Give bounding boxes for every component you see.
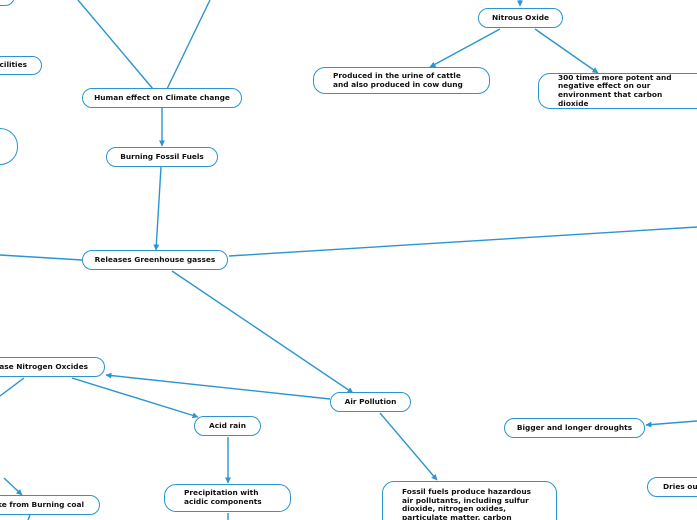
node-burning-fossil-fuels-label: Burning Fossil Fuels: [120, 151, 204, 161]
node-fossil-fuels-pollutants-label: Fossil fuels produce hazardous air pollu…: [402, 487, 532, 520]
edge-nitrous-to-urine: [429, 28, 501, 68]
node-human-effect-label: Human effect on Climate change: [94, 92, 230, 102]
node-releases-greenhouse-label: Releases Greenhouse gasses: [94, 254, 216, 264]
edge-nitrogen-to-acid-rain: [71, 377, 199, 419]
node-potent-label: 300 times more potent and negative effec…: [558, 72, 672, 108]
edge-smoke-down-offscreen: [27, 514, 31, 520]
node-release-nitrogen-oxides-label: lease Nitrogen Oxcides: [0, 361, 88, 371]
node-nitrous-oxide[interactable]: Nitrous Oxide: [478, 8, 563, 28]
edge-releases-to-air-pollution: [171, 270, 354, 394]
node-facilities-label: cilities: [0, 60, 27, 70]
node-fossil-fuels-pollutants[interactable]: Fossil fuels produce hazardous air pollu…: [382, 481, 557, 520]
node-air-pollution-label: Air Pollution: [344, 396, 397, 406]
edge-air-to-nitrogen: [105, 372, 331, 400]
node-release-nitrogen-oxides[interactable]: lease Nitrogen Oxcides: [0, 357, 105, 377]
edge-offscreen-to-smoke: [3, 477, 23, 496]
node-acid-rain[interactable]: Acid rain: [194, 416, 261, 436]
node-releases-greenhouse[interactable]: Releases Greenhouse gasses: [82, 250, 228, 270]
node-potent[interactable]: 300 times more potent and negative effec…: [538, 73, 697, 109]
edge-air-to-fossil-pollutants: [379, 412, 438, 481]
node-urine-dung-label: Produced in the urine of cattle and also…: [333, 70, 463, 89]
node-urine-dung[interactable]: Produced in the urine of cattle and also…: [313, 67, 490, 94]
node-acid-rain-label: Acid rain: [209, 420, 246, 430]
node-human-effect[interactable]: Human effect on Climate change: [82, 88, 242, 108]
node-air-pollution[interactable]: Air Pollution: [330, 392, 411, 412]
edge-releases-right-offscreen: [228, 226, 697, 257]
node-facilities[interactable]: cilities: [0, 56, 42, 75]
edge-offscreen-to-droughts: [645, 420, 697, 428]
edge-releases-left-offscreen: [0, 254, 83, 261]
node-precipitation-label: Precipitation with acidic components: [184, 488, 262, 506]
node-droughts-label: Bigger and longer droughts: [516, 422, 633, 432]
edge-burning-to-releases: [153, 166, 162, 251]
node-dries-out-label: Dries ou: [663, 481, 697, 491]
edge-offscreen-to-human-effect-b: [166, 0, 211, 90]
edge-nitrous-to-potent: [534, 28, 599, 74]
node-smoke-coal-label: oke from Burning coal: [0, 499, 84, 509]
edge-offscreen-to-human-effect-a: [77, 0, 154, 90]
edge-nitrogen-left-offscreen: [0, 377, 25, 397]
node-dries-out[interactable]: Dries ou: [647, 477, 697, 497]
node-nitrous-oxide-label: Nitrous Oxide: [491, 12, 550, 22]
node-burning-fossil-fuels[interactable]: Burning Fossil Fuels: [106, 147, 218, 167]
node-precipitation[interactable]: Precipitation with acidic components: [164, 484, 291, 512]
node-droughts[interactable]: Bigger and longer droughts: [504, 418, 645, 438]
node-smoke-coal[interactable]: oke from Burning coal: [0, 495, 100, 515]
